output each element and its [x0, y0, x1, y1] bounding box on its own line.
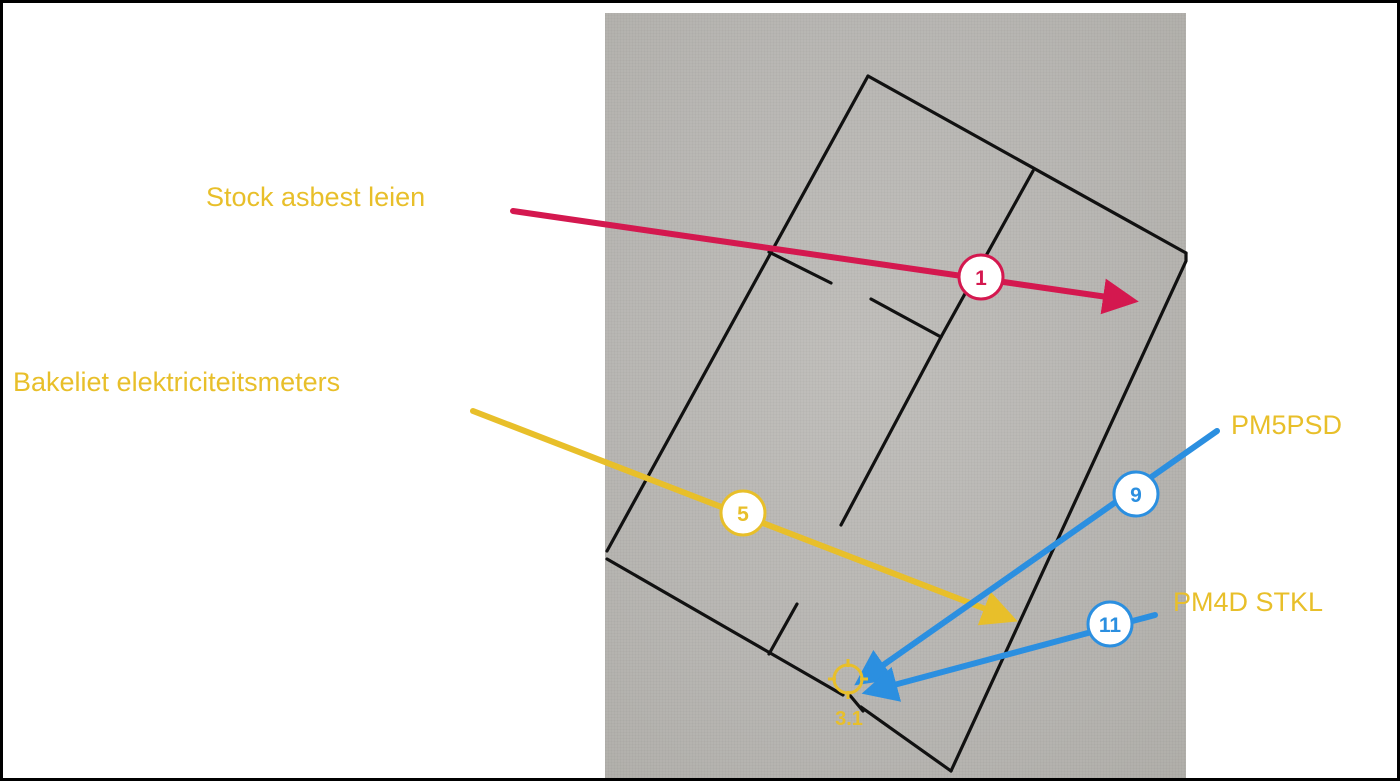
- badge-11-number: 11: [1099, 614, 1122, 637]
- floor-plan-photo: [605, 13, 1186, 778]
- badge-9: 9: [1112, 470, 1160, 518]
- badge-11: 11: [1086, 600, 1134, 648]
- arrow-pm5psd: [854, 428, 1220, 686]
- arrow-stock-asbest: [510, 208, 1139, 315]
- label-pm5psd: PM5PSD: [1231, 410, 1343, 440]
- plan-inner-wall: [869, 297, 943, 339]
- label-bakeliet: Bakeliet elektriciteitsmeters: [13, 367, 341, 397]
- badge-9-number: 9: [1130, 484, 1142, 507]
- label-pm4d: PM4D STKL: [1173, 587, 1324, 617]
- label-stock-asbest: Stock asbest leien: [206, 182, 426, 212]
- target-icon: [832, 663, 864, 695]
- badge-5: 5: [719, 489, 767, 537]
- badge-1-number: 1: [975, 267, 987, 290]
- marker-label: 3.1: [835, 708, 863, 730]
- floor-plan: [605, 74, 1188, 773]
- plan-inner-wall: [839, 335, 943, 527]
- plan-inner-wall: [846, 691, 865, 713]
- badge-5-number: 5: [737, 503, 749, 526]
- plan-outer-wall: [859, 705, 953, 773]
- plan-outer-wall: [866, 74, 1188, 255]
- plan-outer-wall: [605, 557, 845, 697]
- plan-outer-wall: [605, 74, 870, 553]
- plan-outer-wall: [949, 251, 1188, 773]
- location-marker: 3.1: [828, 659, 868, 730]
- plan-inner-wall: [767, 602, 799, 656]
- plan-inner-wall: [939, 169, 1035, 339]
- plan-inner-wall: [767, 250, 833, 285]
- annotation-overlay: 1 5 9 11 3.1: [470, 74, 1220, 773]
- badge-1: 1: [957, 253, 1005, 301]
